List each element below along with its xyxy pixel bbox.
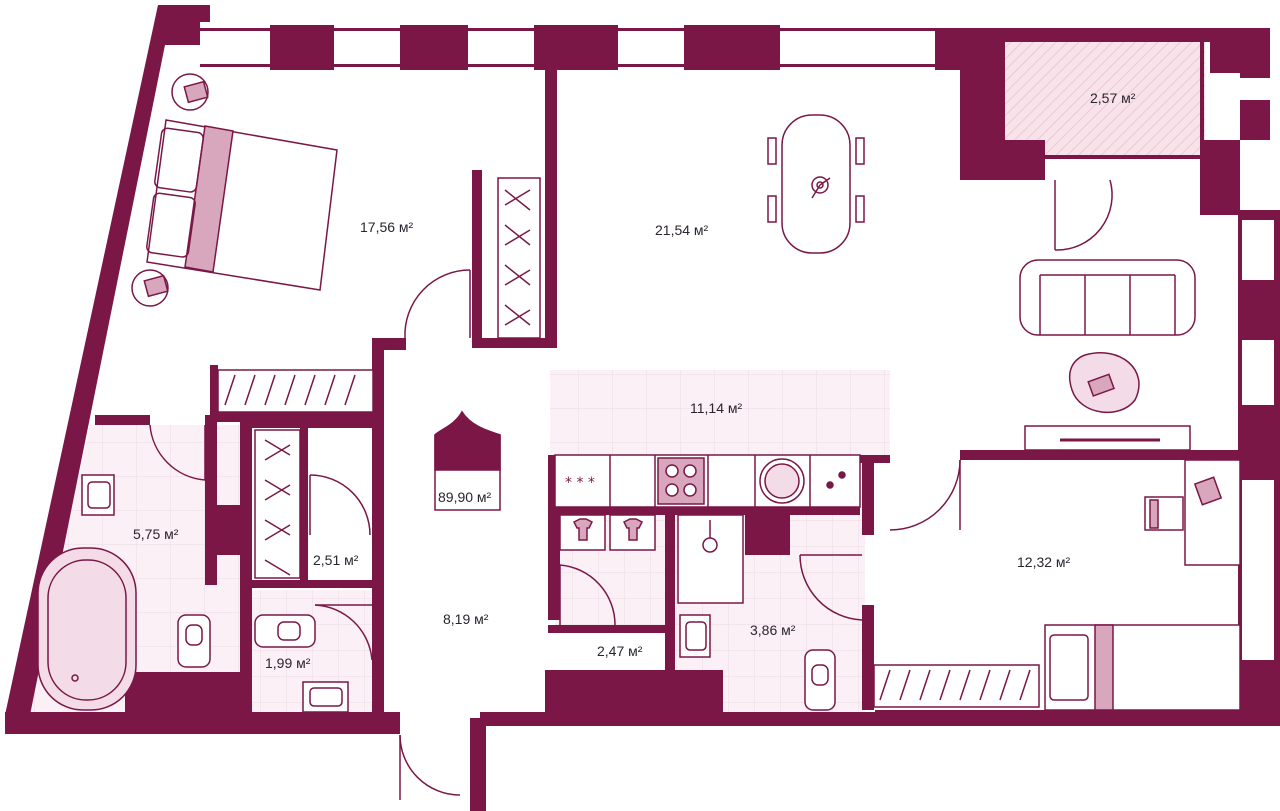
kitchen-tiles	[550, 370, 890, 455]
bed-icon-second	[1044, 624, 1241, 711]
house-icon	[434, 410, 501, 511]
wardrobe-icon	[217, 177, 1040, 708]
doors	[149, 179, 1113, 800]
tap-icon	[826, 471, 846, 489]
tv-stand-icon	[1024, 425, 1191, 451]
area-label-wc: 1,99 м²	[265, 655, 311, 671]
area-label-bath-main: 5,75 м²	[133, 526, 179, 542]
washing-machine-icon	[559, 514, 656, 551]
svg-text:* * *: * * *	[565, 475, 595, 491]
bed-icon	[146, 119, 338, 291]
dining-table-icon	[767, 114, 865, 254]
kitchen-counter	[554, 454, 861, 508]
area-label-laundry: 2,47 м²	[597, 643, 643, 659]
area-label-hall: 8,19 м²	[443, 611, 489, 627]
area-label-kitchen: 11,14 м²	[690, 400, 743, 416]
area-labels: 17,56 м² 21,54 м² 2,57 м² 11,14 м² 5,75 …	[133, 90, 1136, 671]
total-area-label: 89,90 м²	[438, 489, 492, 505]
area-label-bath-second: 3,86 м²	[750, 622, 796, 638]
furniture: * * *	[37, 73, 1241, 713]
shower-icon	[677, 514, 744, 604]
area-label-bedroom: 17,56 м²	[360, 219, 414, 235]
desk-icon	[1144, 459, 1241, 566]
area-label-bedroom-second: 12,32 м²	[1017, 554, 1071, 570]
balcony-fill	[1005, 42, 1205, 157]
area-label-living: 21,54 м²	[655, 222, 709, 238]
armchair-icon	[131, 73, 209, 307]
toilet-icon	[177, 614, 836, 711]
sink-icon	[81, 474, 711, 713]
area-label-closet: 2,51 м²	[313, 552, 359, 568]
sink-icon-kitchen	[759, 458, 805, 504]
sofa-icon	[1019, 259, 1196, 336]
cooktop-dots: * * *	[565, 475, 595, 491]
bathtub-icon	[37, 547, 137, 711]
area-label-balcony: 2,57 м²	[1090, 90, 1136, 106]
coffee-table-icon	[1068, 352, 1140, 414]
stove-icon	[657, 457, 705, 505]
